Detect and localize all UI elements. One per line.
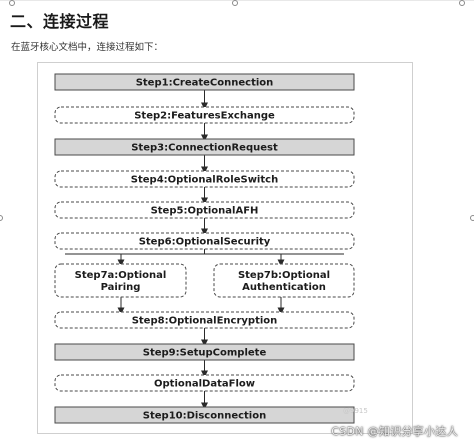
diagram-image-frame[interactable] [37, 62, 413, 434]
flow-connectors [65, 90, 344, 410]
resize-handle-top-center[interactable] [232, 0, 238, 6]
csdn-watermark: CSDN @知识分享小达人 [331, 425, 458, 438]
flow-steps: Step1:CreateConnectionStep2:FeaturesExch… [54, 73, 355, 424]
step-label-step5-optionalafh: Step5:OptionalAFH [151, 206, 259, 217]
step-box-step10-disconnection [54, 406, 355, 424]
step-label-step7b-optional-authentication-line2: Authentication [242, 282, 326, 293]
intro-text: 在蓝牙核心文档中，连接过程如下： [11, 42, 164, 53]
step-label-step1-createconnection: Step1:CreateConnection [136, 78, 274, 89]
step-label-step3-connectionrequest: Step3:ConnectionRequest [131, 143, 278, 154]
resize-handle-top-left[interactable] [9, 0, 15, 6]
step-label-step9-setupcomplete: Step9:SetupComplete [143, 348, 267, 359]
step-label-step4-optionalroleswitch: Step4:OptionalRoleSwitch [131, 175, 278, 186]
step-label-step10-disconnection: Step10:Disconnection [143, 411, 266, 422]
step-box-step8-optionalencryption [54, 311, 355, 329]
step-label-optionaldataflow: OptionalDataFlow [154, 379, 255, 390]
step-box-step6-optionalsecurity [54, 232, 355, 250]
step-box-step5-optionalafh [54, 201, 355, 219]
step-box-step9-setupcomplete [54, 343, 355, 361]
step-label-step6-optionalsecurity: Step6:OptionalSecurity [139, 237, 271, 248]
step-box-optionaldataflow [54, 374, 355, 392]
resize-handle-top-right[interactable] [459, 0, 465, 6]
faint-watermark: @9915 [343, 407, 368, 415]
step-box-step3-connectionrequest [54, 138, 355, 156]
step-box-step1-createconnection [54, 73, 355, 91]
step-box-step2-featuresexchange [54, 106, 355, 124]
step-label-step7a-optional-pairing-line2: Pairing [101, 282, 141, 293]
step-box-step7a-optional-pairing [54, 263, 187, 298]
resize-handle-right-middle[interactable] [470, 215, 474, 221]
section-heading: 二、连接过程 [10, 12, 110, 31]
step-label-step8-optionalencryption: Step8:OptionalEncryption [132, 316, 278, 327]
step-box-step7b-optional-authentication [213, 263, 355, 298]
step-label-step7b-optional-authentication-line1: Step7b:Optional [238, 270, 330, 281]
step-box-step4-optionalroleswitch [54, 170, 355, 188]
step-label-step7a-optional-pairing-line1: Step7a:Optional [75, 270, 167, 281]
step-label-step2-featuresexchange: Step2:FeaturesExchange [134, 111, 275, 122]
resize-handle-left-middle[interactable] [0, 215, 3, 221]
